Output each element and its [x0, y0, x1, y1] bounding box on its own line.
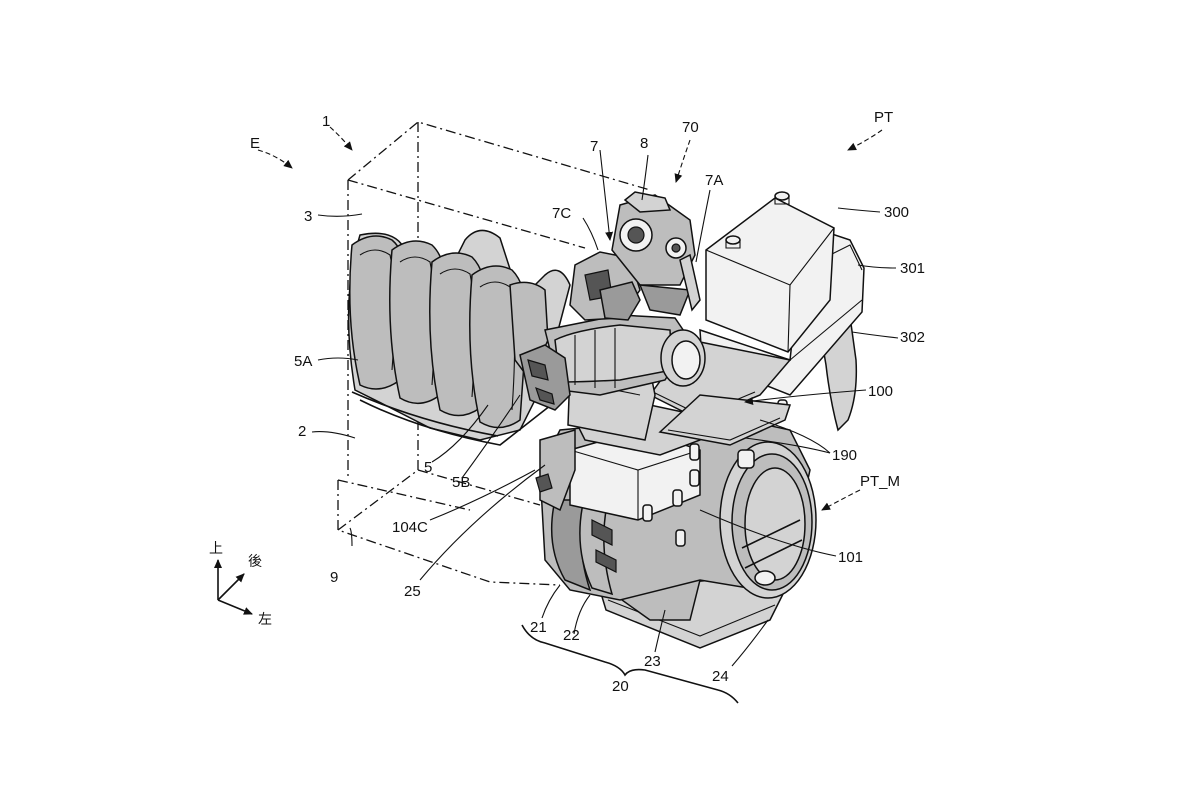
intake-manifold [347, 229, 571, 446]
label-22: 22 [563, 627, 580, 644]
label-8: 8 [640, 135, 648, 152]
label-20: 20 [612, 678, 629, 695]
label-70: 70 [682, 119, 699, 136]
label-25: 25 [404, 583, 421, 600]
label-5: 5 [424, 459, 432, 476]
label-190: 190 [832, 447, 857, 464]
direction-back-label: 後 [248, 554, 262, 570]
label-7A: 7A [705, 172, 723, 189]
label-3: 3 [304, 208, 312, 225]
label-104C: 104C [392, 519, 428, 536]
label-5B: 5B [452, 474, 470, 491]
label-101: 101 [838, 549, 863, 566]
transmission-housing [535, 369, 817, 649]
label-301: 301 [900, 260, 925, 277]
label-100: 100 [868, 383, 893, 400]
label-24: 24 [712, 668, 729, 685]
label-7C: 7C [552, 205, 571, 222]
label-7: 7 [590, 138, 598, 155]
battery-assembly [648, 191, 865, 432]
label-PT_M: PT_M [860, 473, 900, 490]
reference-labels: E 1 3 5A 2 5 5B 104C 9 25 7C 7 8 70 7A P… [250, 109, 925, 695]
label-9: 9 [330, 569, 338, 586]
intake-duct [519, 191, 706, 411]
label-PT: PT [874, 109, 893, 126]
label-1: 1 [322, 113, 330, 130]
direction-indicator: 上 後 左 [209, 541, 272, 628]
label-23: 23 [644, 653, 661, 670]
leader-lines [257, 126, 899, 704]
label-5A: 5A [294, 353, 312, 370]
label-21: 21 [530, 619, 547, 636]
label-302: 302 [900, 329, 925, 346]
label-300: 300 [884, 204, 909, 221]
bolt-studs [642, 399, 788, 547]
label-2: 2 [298, 423, 306, 440]
direction-left-label: 左 [258, 612, 272, 628]
direction-up-label: 上 [209, 541, 223, 557]
label-E: E [250, 135, 260, 152]
